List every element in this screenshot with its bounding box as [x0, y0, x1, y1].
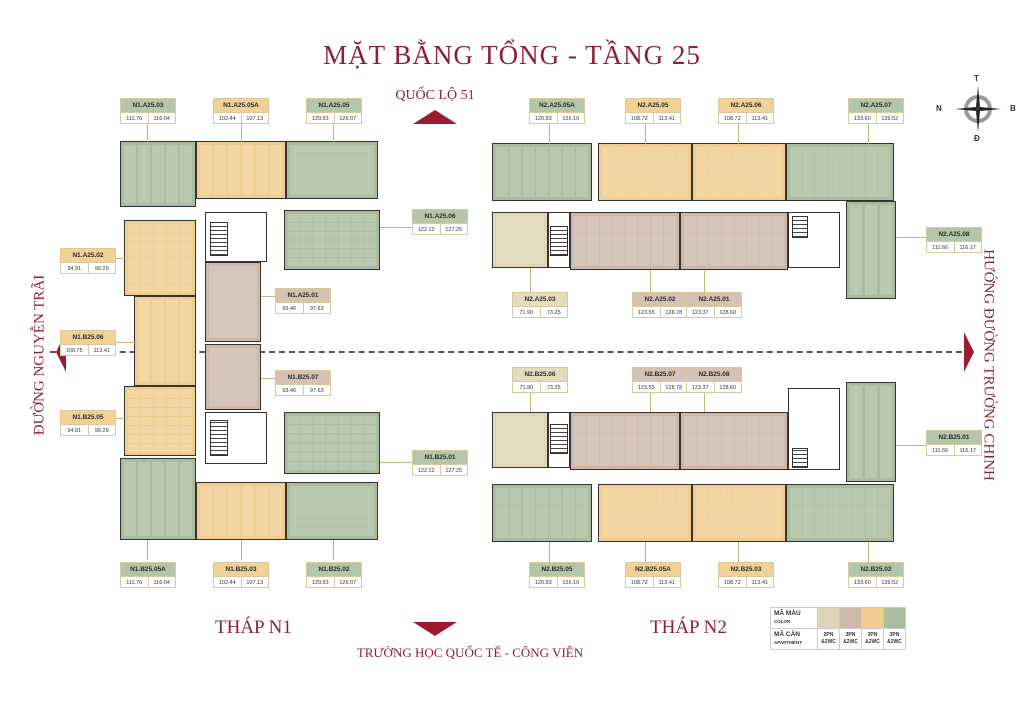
tower-n1-label: THÁP N1 — [215, 617, 292, 638]
legend-swatch-brown — [839, 608, 861, 628]
unit-N2.A25.02[interactable] — [570, 212, 680, 270]
compass-east: B — [1010, 104, 1016, 113]
axis-divider-line — [50, 351, 962, 353]
legend-swatch-orange — [861, 608, 883, 628]
legend-type: 3PN &2WC — [839, 629, 861, 649]
unit-N1.A25.01[interactable] — [205, 262, 261, 342]
road-left-label: ĐƯỜNG NGUYỄN TRÃI — [31, 274, 48, 436]
road-bottom-label: TRƯỜNG HỌC QUỐC TẾ - CÔNG VIÊN — [356, 645, 584, 660]
unit-N1.B25.03[interactable] — [196, 482, 286, 540]
arrow-up-icon — [413, 110, 457, 124]
arrow-right-icon — [964, 332, 974, 372]
unit-N2.A25.06[interactable] — [692, 143, 786, 201]
legend-type: 3PN &2WC — [861, 629, 883, 649]
compass-north: T — [974, 74, 979, 83]
unit-N2.A25.07[interactable] — [786, 143, 894, 201]
stair-icon — [210, 222, 228, 256]
unit-N2.B25.05[interactable] — [492, 484, 592, 542]
unit-N2.B25.06[interactable] — [492, 412, 548, 468]
unit-N2.B25.05A[interactable] — [598, 484, 692, 542]
stair-icon — [210, 420, 228, 456]
unit-N2.A25.05A[interactable] — [492, 143, 592, 201]
unit-N2.A25.01[interactable] — [680, 212, 788, 270]
legend-swatch-green — [883, 608, 905, 628]
unit-N1.A25.05A[interactable] — [196, 141, 286, 199]
unit-N1.B25.05A[interactable] — [120, 458, 196, 540]
stair-icon — [792, 216, 808, 238]
unit-N1.B25.05[interactable] — [124, 386, 196, 456]
legend-type: 3PN &2WC — [883, 629, 905, 649]
unit-N2.A25.08[interactable] — [846, 201, 896, 299]
unit-N2.B25.07[interactable] — [570, 412, 680, 470]
tower-n2-label: THÁP N2 — [650, 617, 727, 638]
road-top-label: QUỐC LỘ 51 — [395, 88, 475, 103]
unit-N2.A25.03[interactable] — [492, 212, 548, 268]
unit-N1.B25.02[interactable] — [286, 482, 378, 540]
unit-N2.B25.02[interactable] — [786, 484, 894, 542]
legend-type: 2PN &2WC — [817, 629, 839, 649]
stair-icon — [550, 424, 568, 454]
unit-N2.B25.08[interactable] — [680, 412, 788, 470]
stair-icon — [550, 226, 568, 256]
unit-N1.A25.02[interactable] — [124, 220, 196, 296]
unit-N1.B25.07[interactable] — [205, 344, 261, 410]
compass-icon — [955, 86, 1001, 132]
unit-N2.A25.05[interactable] — [598, 143, 692, 201]
unit-N1.B25.06[interactable] — [134, 296, 196, 386]
unit-N1.B25.01[interactable] — [284, 412, 380, 474]
compass-west: N — [936, 104, 942, 113]
legend-swatch-beige — [817, 608, 839, 628]
page-title: MẶT BẰNG TỔNG - TẦNG 25 — [323, 40, 701, 70]
unit-N2.B25.03[interactable] — [692, 484, 786, 542]
compass-rose: T Đ N B — [936, 74, 1016, 143]
compass-south: Đ — [974, 134, 980, 143]
unit-N2.B25.01[interactable] — [846, 382, 896, 482]
unit-N1.A25.03[interactable] — [120, 141, 196, 207]
arrow-down-icon — [413, 622, 457, 636]
unit-N1.A25.06[interactable] — [284, 210, 380, 270]
stair-icon — [792, 448, 808, 468]
unit-N1.A25.05[interactable] — [286, 141, 378, 199]
